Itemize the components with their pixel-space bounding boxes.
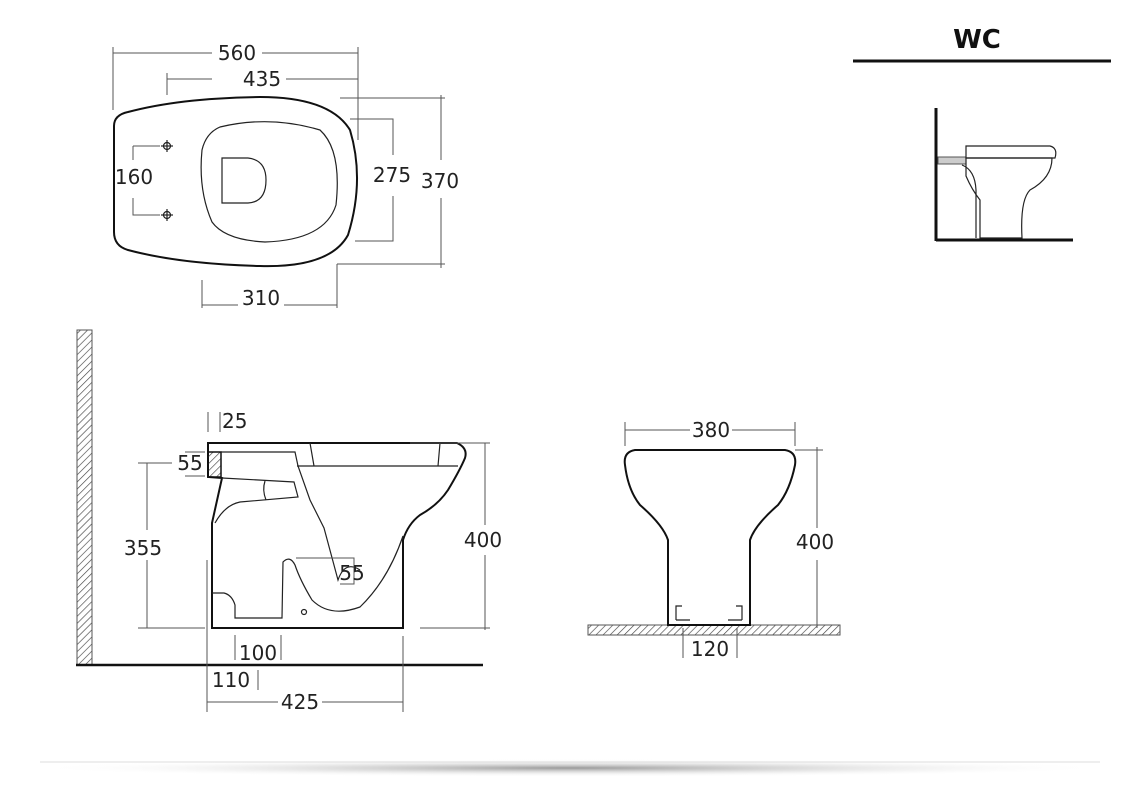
bowl-outline	[200, 121, 338, 243]
dim-160: 160	[115, 165, 153, 189]
dim-400-front: 400	[796, 530, 834, 554]
dim-120: 120	[691, 637, 729, 661]
wall-hatch	[76, 329, 93, 666]
side-view: 25 55 355 400 55 100 110 425	[76, 329, 502, 714]
outlet-d-shape	[221, 157, 267, 204]
dim-55-trap: 55	[339, 561, 364, 585]
front-view: 380 400 120	[587, 418, 841, 661]
footer-shadow	[30, 759, 1110, 777]
outlet-hatch	[207, 451, 222, 478]
fixing-hole-icon	[161, 140, 173, 152]
dim-380: 380	[692, 418, 730, 442]
side-profile	[207, 442, 467, 629]
top-view-outline	[113, 95, 359, 268]
dim-355: 355	[124, 536, 162, 560]
dim-275: 275	[373, 163, 411, 187]
fixing-hole-icon	[161, 209, 173, 221]
dim-425: 425	[281, 690, 319, 714]
header: WC	[853, 25, 1111, 63]
front-profile	[623, 449, 797, 626]
dim-100: 100	[239, 641, 277, 665]
title: WC	[953, 25, 1001, 55]
dim-560: 560	[218, 41, 256, 65]
dim-25: 25	[222, 409, 247, 433]
wc-thumbnail-icon	[934, 108, 1073, 242]
dim-110: 110	[212, 668, 250, 692]
floor-hatch	[587, 624, 841, 636]
dim-370: 370	[421, 169, 459, 193]
dim-55-outlet: 55	[177, 451, 202, 475]
dim-400-side: 400	[464, 528, 502, 552]
dim-435: 435	[243, 67, 281, 91]
dim-310: 310	[242, 286, 280, 310]
top-view: 560 435 160 275 370 310	[112, 41, 459, 310]
